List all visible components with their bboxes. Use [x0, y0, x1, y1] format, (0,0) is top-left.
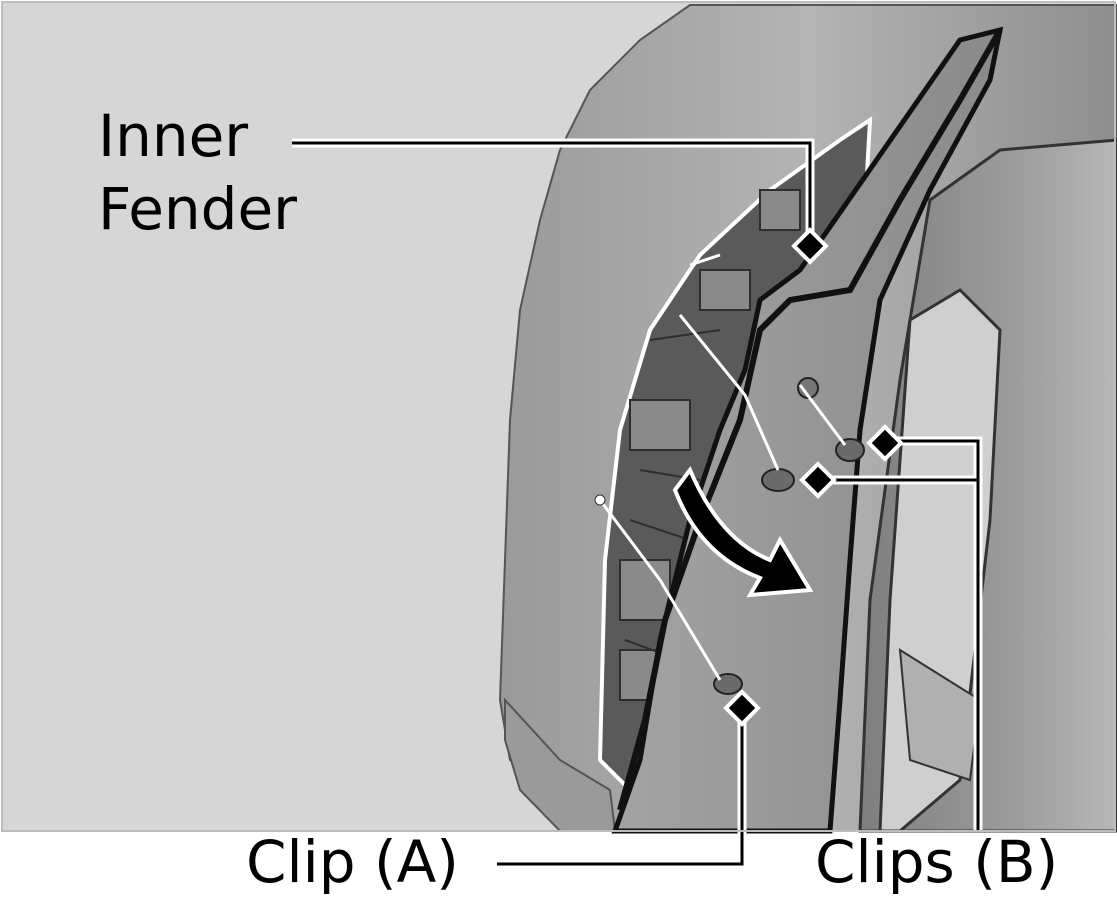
leader-diamonds	[723, 227, 904, 727]
pull-direction-arrow-icon	[672, 466, 814, 598]
clips-b-label: Clips (B)	[815, 828, 1059, 896]
leader-lines	[292, 138, 983, 869]
clip-a-label: Clip (A)	[246, 828, 459, 896]
diamond-inner-fender	[791, 227, 829, 265]
clip-b-part-2	[835, 438, 865, 462]
wheel-spoke	[898, 648, 982, 782]
diamond-clip-b-1	[866, 424, 904, 462]
diamond-clip-b-2	[799, 461, 837, 499]
fender-edge	[617, 28, 1003, 811]
diamond-clip-a	[723, 689, 761, 727]
indicator-lines	[598, 253, 847, 681]
panel-border	[1, 1, 1116, 832]
inner-fender-label-line2: Fender	[98, 174, 297, 243]
clip-b-part-1	[761, 468, 795, 492]
indicator-dot	[594, 494, 606, 506]
inner-fender-label-line1: Inner	[98, 102, 249, 170]
inner-fender-label: Inner Fender	[98, 100, 297, 245]
